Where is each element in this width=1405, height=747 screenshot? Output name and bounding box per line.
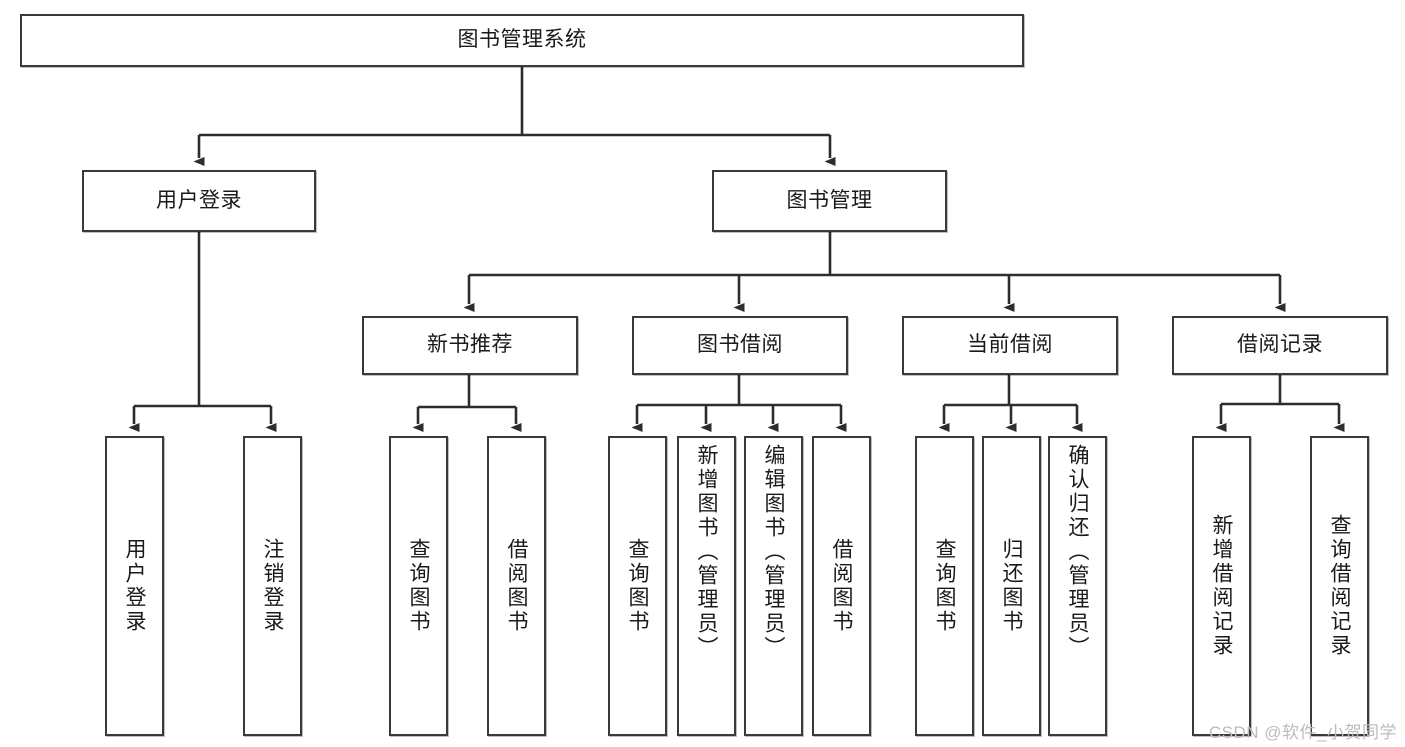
node-leaf-logout[interactable]: 注销登录: [243, 436, 302, 736]
node-book-borrow-label: 图书借阅: [697, 333, 783, 357]
node-leaf-add-record[interactable]: 新增借阅记录: [1192, 436, 1251, 736]
node-leaf-query-record-label: 查询借阅记录: [1328, 514, 1351, 658]
node-current-borrow[interactable]: 当前借阅: [902, 316, 1118, 375]
node-leaf-confirm-return[interactable]: 确认归还（管理员）: [1048, 436, 1107, 736]
node-leaf-borrow-book-2-label: 借阅图书: [830, 538, 853, 634]
node-leaf-borrow-book-1-label: 借阅图书: [505, 538, 528, 634]
node-leaf-confirm-return-label: 确认归还（管理员）: [1066, 444, 1089, 660]
node-leaf-logout-label: 注销登录: [261, 538, 284, 634]
node-borrow-records-label: 借阅记录: [1237, 333, 1323, 357]
node-leaf-add-book[interactable]: 新增图书（管理员）: [677, 436, 736, 736]
node-leaf-query-book-2-label: 查询图书: [626, 538, 649, 634]
node-leaf-edit-book-label: 编辑图书（管理员）: [762, 444, 785, 660]
node-leaf-query-book-1[interactable]: 查询图书: [389, 436, 448, 736]
node-leaf-return-book[interactable]: 归还图书: [982, 436, 1041, 736]
node-leaf-query-book-2[interactable]: 查询图书: [608, 436, 667, 736]
node-leaf-return-book-label: 归还图书: [1000, 538, 1023, 634]
node-user-login[interactable]: 用户登录: [82, 170, 316, 232]
node-root[interactable]: 图书管理系统: [20, 14, 1024, 67]
node-leaf-add-record-label: 新增借阅记录: [1210, 514, 1233, 658]
node-leaf-user-login-label: 用户登录: [123, 538, 146, 634]
node-leaf-borrow-book-2[interactable]: 借阅图书: [812, 436, 871, 736]
node-user-login-label: 用户登录: [156, 188, 242, 212]
node-leaf-edit-book[interactable]: 编辑图书（管理员）: [744, 436, 803, 736]
node-borrow-records[interactable]: 借阅记录: [1172, 316, 1388, 375]
node-leaf-query-book-3-label: 查询图书: [933, 538, 956, 634]
node-leaf-user-login[interactable]: 用户登录: [105, 436, 164, 736]
node-leaf-query-book-1-label: 查询图书: [407, 538, 430, 634]
node-book-management-label: 图书管理: [786, 188, 873, 212]
node-new-book-recommend[interactable]: 新书推荐: [362, 316, 578, 375]
node-leaf-query-record[interactable]: 查询借阅记录: [1310, 436, 1369, 736]
node-leaf-query-book-3[interactable]: 查询图书: [915, 436, 974, 736]
node-book-borrow[interactable]: 图书借阅: [632, 316, 848, 375]
watermark: CSDN @软件_小贺同学: [1208, 723, 1397, 742]
node-leaf-add-book-label: 新增图书（管理员）: [695, 444, 718, 660]
node-root-label: 图书管理系统: [457, 28, 587, 52]
node-book-management[interactable]: 图书管理: [712, 170, 947, 232]
node-current-borrow-label: 当前借阅: [967, 333, 1053, 357]
node-leaf-borrow-book-1[interactable]: 借阅图书: [487, 436, 546, 736]
node-new-book-recommend-label: 新书推荐: [427, 333, 513, 357]
